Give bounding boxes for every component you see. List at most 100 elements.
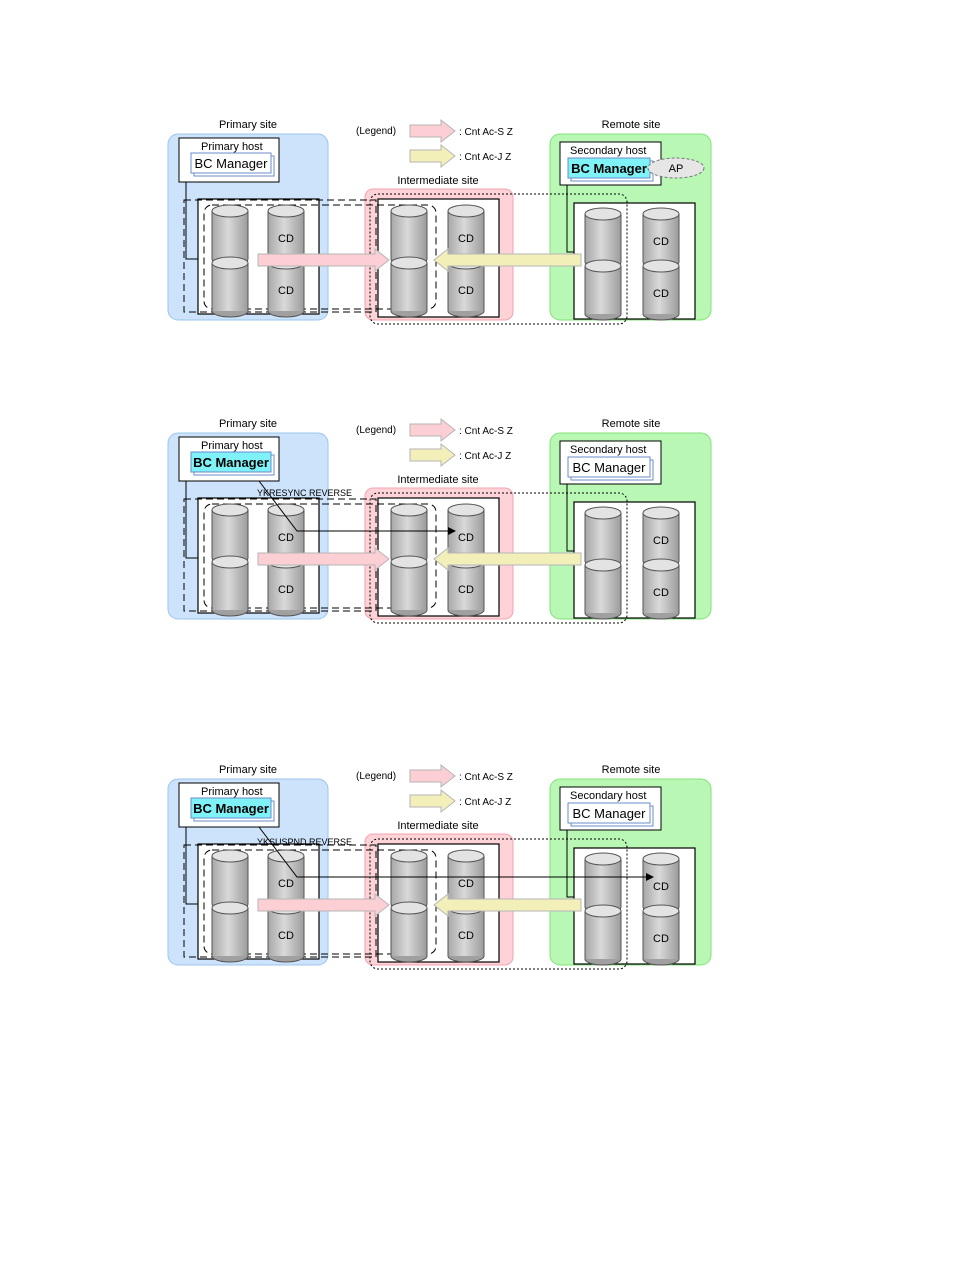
intermediate-site-label: Intermediate site — [397, 820, 478, 832]
disk-cd-label: CD — [653, 535, 669, 547]
primary-bc-manager: BC Manager — [190, 797, 275, 822]
primary-site-label: Primary site — [219, 764, 277, 776]
disk-top — [211, 256, 249, 270]
disk-body-fill — [585, 859, 621, 907]
disk-body-fill — [268, 510, 304, 558]
disk-volume: CD — [267, 555, 305, 617]
command-label: YKRESYNC REVERSE — [257, 488, 352, 498]
disk-cd-label: CD — [278, 878, 294, 890]
primary-host-label: Primary host — [201, 786, 263, 798]
disk-cd-label: CD — [278, 233, 294, 245]
disk-volume — [390, 901, 428, 963]
disk-volume: CD — [642, 904, 680, 966]
primary-host-label: Primary host — [201, 141, 263, 153]
legend-label: (Legend) — [356, 425, 396, 436]
disk-body-fill — [391, 510, 427, 558]
disk-body-fill — [643, 565, 679, 613]
disk-body-fill — [448, 510, 484, 558]
legend-journal-arrow — [409, 143, 456, 169]
manager-label: BC Manager — [193, 801, 269, 816]
disk-cd-label: CD — [653, 587, 669, 599]
legend-journal-label: : Cnt Ac-J Z — [459, 797, 511, 808]
primary-site-label: Primary site — [219, 418, 277, 430]
manager-label: BC Manager — [193, 455, 269, 470]
disk-volume — [211, 901, 249, 963]
sync-copy-arrow — [257, 892, 390, 918]
disk-cd-label: CD — [278, 285, 294, 297]
primary-bc-manager: BC Manager — [190, 152, 275, 177]
disk-body-fill — [212, 856, 248, 904]
journal-group-outline — [369, 838, 628, 970]
manager-label: BC Manager — [573, 460, 647, 475]
disk-top — [642, 506, 680, 520]
journal-group-outline — [369, 193, 628, 325]
disk-cd-label: CD — [458, 285, 474, 297]
legend-journal-label: : Cnt Ac-J Z — [459, 451, 511, 462]
secondary-host-connection — [566, 484, 574, 552]
intermediate-site-label: Intermediate site — [397, 474, 478, 486]
primary-host-connection — [185, 182, 198, 260]
disk-volume: CD — [267, 849, 305, 911]
intermediate-site-label: Intermediate site — [397, 175, 478, 187]
remote-site-label: Remote site — [602, 764, 661, 776]
manager-face — [567, 802, 651, 824]
disk-body-fill — [585, 214, 621, 262]
command-arrowhead — [646, 873, 654, 881]
secondary-host-label: Secondary host — [570, 790, 646, 802]
disk-volume — [584, 904, 622, 966]
disk-top — [390, 256, 428, 270]
disk-top — [390, 849, 428, 863]
disk-cd-label: CD — [458, 532, 474, 544]
command-arrowhead — [448, 527, 456, 535]
disk-top — [267, 204, 305, 218]
disk-body-fill — [212, 263, 248, 311]
command-line — [258, 826, 648, 878]
disk-top — [447, 503, 485, 517]
disk-top — [390, 503, 428, 517]
disk-body-fill — [391, 211, 427, 259]
disk-body-fill — [268, 856, 304, 904]
secondary-bc-manager: BC Manager — [567, 456, 654, 481]
legend-sync-label: : Cnt Ac-S Z — [459, 127, 513, 138]
disk-top — [584, 558, 622, 572]
disk-body-fill — [391, 562, 427, 610]
disk-body-fill — [448, 856, 484, 904]
remote-site-label: Remote site — [602, 119, 661, 131]
primary-host-connection — [185, 481, 198, 559]
ap-ellipse — [647, 157, 705, 179]
primary-bc-manager: BC Manager — [190, 451, 275, 476]
disk-volume — [211, 204, 249, 266]
disk-volume: CD — [447, 256, 485, 318]
disk-body-fill — [212, 510, 248, 558]
manager-label: BC Manager — [573, 806, 647, 821]
disk-cd-label: CD — [653, 288, 669, 300]
remote-site-label: Remote site — [602, 418, 661, 430]
manager-face — [190, 451, 272, 473]
disk-body-fill — [448, 263, 484, 311]
disk-top — [447, 849, 485, 863]
disk-volume — [211, 503, 249, 565]
manager-face — [190, 152, 272, 174]
journal-copy-arrow — [433, 892, 582, 918]
disk-body-fill — [448, 908, 484, 956]
disk-cd-label: CD — [458, 878, 474, 890]
sync-copy-arrow — [257, 546, 390, 572]
disk-body-fill — [268, 263, 304, 311]
manager-face — [567, 456, 651, 478]
disk-body-fill — [643, 911, 679, 959]
disk-volume — [211, 256, 249, 318]
disk-volume — [390, 503, 428, 565]
disk-volume: CD — [642, 207, 680, 269]
journal-copy-arrow — [433, 546, 582, 572]
disk-top — [211, 503, 249, 517]
disk-body-fill — [268, 211, 304, 259]
disk-body-fill — [391, 856, 427, 904]
disk-volume: CD — [642, 506, 680, 568]
ap-label: AP — [669, 163, 684, 175]
command-label: YKSUSPND REVERSE — [257, 837, 352, 847]
disk-body-fill — [585, 565, 621, 613]
disk-volume — [584, 207, 622, 269]
disk-volume: CD — [447, 849, 485, 911]
